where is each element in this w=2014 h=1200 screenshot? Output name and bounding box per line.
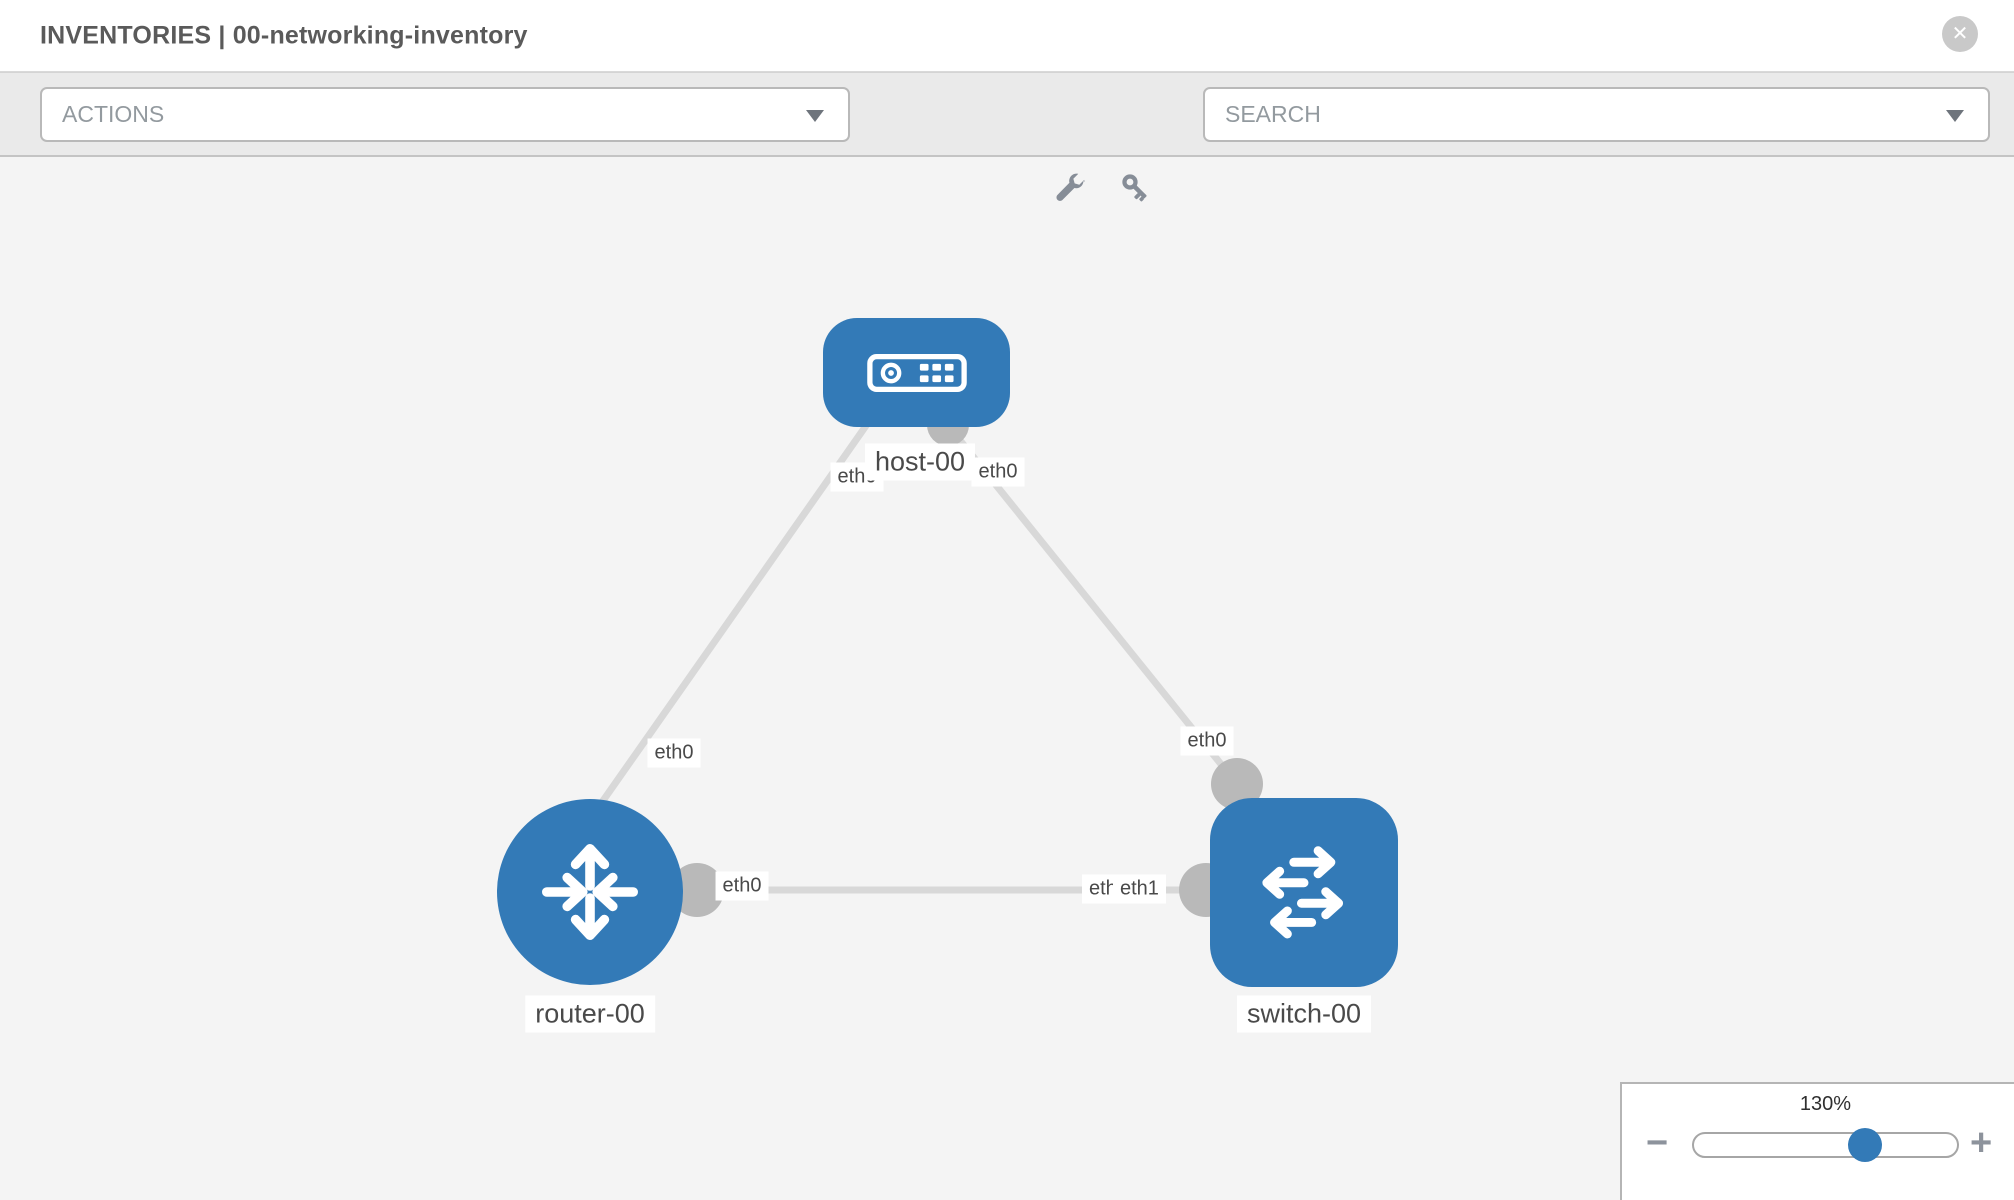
switch-arrows-icon — [1262, 845, 1344, 938]
interface-label-host-right: eth0 — [971, 457, 1025, 487]
node-label-router: router-00 — [525, 995, 655, 1033]
zoom-slider-thumb[interactable] — [1848, 1128, 1882, 1162]
window-header: INVENTORIES | 00-networking-inventory ✕ — [0, 0, 2014, 72]
node-host-00[interactable] — [823, 318, 1010, 427]
node-label-switch: switch-00 — [1236, 995, 1372, 1033]
server-icon — [866, 353, 967, 392]
chevron-down-icon — [1946, 109, 1964, 122]
search-dropdown-label: SEARCH — [1225, 101, 1321, 127]
search-dropdown[interactable]: SEARCH — [1203, 87, 1990, 142]
node-router-00[interactable] — [497, 799, 683, 985]
close-glyph: ✕ — [1951, 23, 1969, 45]
zoom-in-button[interactable]: + — [1970, 1122, 1993, 1164]
interface-label-switch-top: eth0 — [1180, 726, 1234, 756]
interface-label-mid-switch-side: eth1 — [1113, 874, 1166, 904]
link-host-router[interactable] — [597, 417, 873, 808]
zoom-level-value: 130% — [1799, 1093, 1852, 1115]
page-title: INVENTORIES | 00-networking-inventory — [40, 21, 528, 49]
node-label-host: host-00 — [864, 443, 976, 481]
close-icon[interactable]: ✕ — [1942, 16, 1978, 52]
node-switch-00[interactable] — [1210, 798, 1398, 987]
interface-label-mid-router-side: eth0 — [715, 871, 769, 901]
actions-dropdown[interactable]: ACTIONS — [40, 87, 850, 142]
interface-label-router-top: eth0 — [647, 738, 701, 768]
key-icon[interactable] — [1119, 171, 1153, 205]
chevron-down-icon — [806, 109, 824, 122]
zoom-out-button[interactable]: − — [1646, 1122, 1669, 1164]
links-layer — [597, 417, 1240, 894]
zoom-slider-track[interactable] — [1692, 1132, 1959, 1158]
actions-dropdown-label: ACTIONS — [62, 101, 165, 127]
router-arrows-icon — [542, 844, 638, 940]
wrench-icon[interactable] — [1052, 171, 1086, 205]
link-host-switch[interactable] — [947, 425, 1240, 787]
topology-canvas[interactable]: eth0 eth0 eth0 eth0 eth0 eth0 eth1 host-… — [0, 157, 2014, 1200]
zoom-control-panel: 130% − + — [1620, 1082, 2014, 1200]
toolbar: ACTIONS SEARCH — [0, 72, 2014, 202]
